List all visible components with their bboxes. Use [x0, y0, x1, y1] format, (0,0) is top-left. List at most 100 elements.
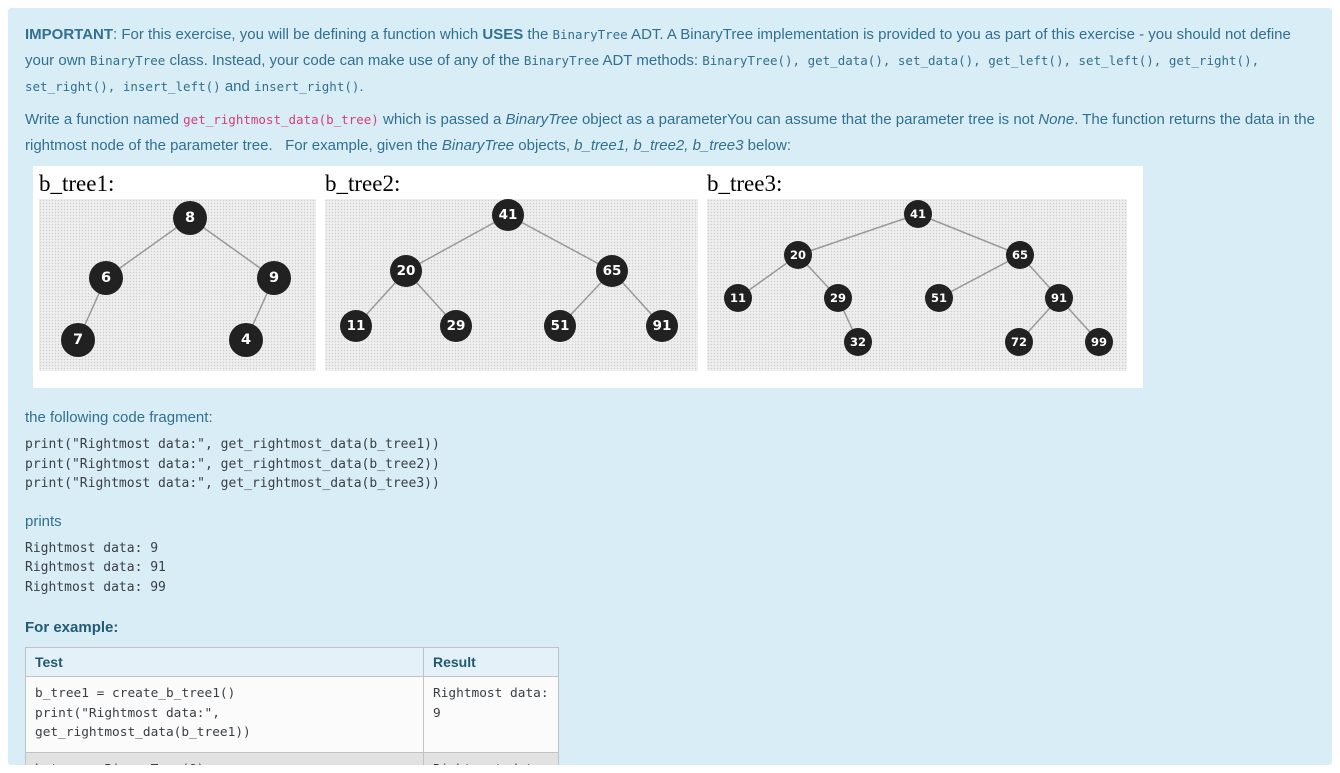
- text-segment: BinaryTree(), get_data(), set_data(), ge…: [25, 53, 1260, 94]
- tree-node: 9: [257, 261, 291, 295]
- tree-edge: [938, 254, 1021, 299]
- tree-edge: [917, 213, 1021, 256]
- tree-node-value: 65: [1012, 248, 1028, 262]
- test-cell: b_tree1 = create_b_tree1() print("Rightmo…: [25, 676, 424, 753]
- for-example-heading: For example:: [25, 619, 119, 636]
- code-line: b_tree = BinaryTree(8): [35, 760, 414, 766]
- tree-node: 51: [544, 310, 576, 342]
- tree-node: 11: [724, 284, 752, 312]
- tree-node-value: 7: [73, 332, 83, 348]
- text-segment: BinaryTree: [441, 137, 515, 154]
- table-row: b_tree1 = create_b_tree1() print("Rightmo…: [25, 676, 559, 753]
- tree-node: 72: [1005, 328, 1033, 356]
- tree-node: 65: [1006, 241, 1034, 269]
- tree-node-value: 9: [269, 270, 279, 286]
- code-line: Rightmost data: 99: [25, 579, 166, 595]
- code-fragment-block: print("Rightmost data:", get_rightmost_d…: [25, 435, 1315, 494]
- text-segment: : For this exercise, you will be definin…: [113, 26, 483, 43]
- text-segment: Write a function named: [25, 111, 184, 128]
- text-segment: the: [523, 26, 553, 43]
- result-cell: Rightmost data: 9: [423, 676, 559, 753]
- test-column-header: Test: [25, 647, 424, 677]
- binary-tree-diagram: 8 6 9 7 4: [61, 201, 291, 357]
- tree-examples-box: b_tree1: 8 6 9 7 4 b_tree2: 41 20 65 11 29 51 91 b…: [33, 166, 1143, 388]
- text-segment: and: [220, 78, 255, 95]
- tree-node-value: 32: [850, 335, 866, 349]
- tree-node-value: 99: [1091, 335, 1107, 349]
- example-table-body: b_tree1 = create_b_tree1() print("Rightmo…: [25, 676, 559, 766]
- tree-node: 65: [596, 255, 628, 287]
- table-row: b_tree = BinaryTree(8)print("Rightmost d…: [25, 751, 559, 766]
- tree-node-value: 11: [347, 318, 366, 334]
- tree-image: 41 20 65 11 29 51 91 32 72 99: [707, 199, 1127, 371]
- tree-node: 99: [1085, 328, 1113, 356]
- text-segment: ADT methods:: [599, 52, 703, 69]
- text-segment: BinaryTree: [90, 53, 166, 68]
- tree-label: b_tree1:: [39, 171, 115, 196]
- text-segment: class. Instead, your code can make use o…: [165, 52, 524, 69]
- binary-tree-diagram: 41 20 65 11 29 51 91 32 72 99: [724, 200, 1113, 356]
- tree-edge: [105, 217, 191, 279]
- text-segment: IMPORTANT: [25, 26, 114, 43]
- text-segment: . The function returns the data in the r…: [25, 111, 1315, 154]
- code-line: Rightmost data: 9: [25, 540, 159, 556]
- text-segment: which is passed a: [378, 111, 506, 128]
- tree-node: 29: [824, 284, 852, 312]
- tree-label: b_tree3:: [707, 171, 783, 196]
- tree-node: 91: [1045, 284, 1073, 312]
- test-cell: b_tree = BinaryTree(8)print("Rightmost d…: [25, 751, 424, 766]
- tree-node-value: 41: [910, 207, 926, 221]
- code-line: b_tree1 = create_b_tree1(): [35, 686, 236, 701]
- table-header-row: Test Result: [25, 647, 559, 677]
- text-segment: object as a parameterYou can assume that…: [577, 111, 1039, 128]
- tree-figure: b_tree3: 41 20 65 11 29 51 91 32 72 99: [707, 168, 1127, 388]
- tree-node: 41: [492, 199, 524, 231]
- code-line: Rightmost data: 91: [25, 560, 166, 575]
- text-segment: get_rightmost_data(b_tree): [183, 112, 379, 127]
- result-cell: Rightmost data: 8: [423, 751, 559, 765]
- code-fragment-label: the following code fragment:: [25, 409, 213, 426]
- tree-node: 91: [646, 310, 678, 342]
- tree-edge: [189, 217, 275, 279]
- tree-figure: b_tree1: 8 6 9 7 4: [39, 168, 316, 388]
- tree-node: 4: [229, 323, 263, 357]
- tree-image: 8 6 9 7 4: [39, 199, 316, 371]
- tree-node: 8: [173, 201, 207, 235]
- tree-node-value: 91: [1051, 291, 1067, 305]
- tree-node-value: 72: [1011, 335, 1027, 349]
- tree-node-value: 65: [603, 263, 622, 279]
- tree-node-value: 6: [101, 270, 111, 286]
- task-paragraph: Write a function named get_rightmost_dat…: [25, 107, 1315, 159]
- text-segment: BinaryTree: [523, 53, 600, 68]
- tree-node-value: 4: [241, 332, 251, 348]
- tree-node: 11: [340, 310, 372, 342]
- tree-node: 20: [784, 241, 812, 269]
- tree-node-value: 91: [653, 318, 672, 334]
- example-table: Test Result b_tree1 = create_b_tree1()pr…: [25, 647, 559, 765]
- tree-edge: [797, 213, 919, 256]
- tree-node-value: 20: [790, 248, 806, 262]
- tree-node-value: 8: [185, 210, 195, 226]
- text-segment: below:: [743, 137, 791, 154]
- tree-edge: [405, 214, 509, 272]
- code-line: print("Rightmost data:", get_rightmost_d…: [25, 476, 440, 491]
- tree-node: 32: [844, 328, 872, 356]
- text-segment: ADT. A BinaryTree implementation is prov…: [25, 26, 1291, 69]
- tree-node-value: 51: [931, 291, 947, 305]
- text-segment: .: [359, 78, 364, 95]
- tree-edge: [507, 214, 613, 272]
- tree-node-value: 51: [551, 318, 570, 334]
- tree-node-value: 41: [499, 207, 518, 223]
- tree-node: 20: [390, 255, 422, 287]
- important-paragraph: IMPORTANT: For this exercise, you will b…: [25, 22, 1315, 100]
- text-segment: BinaryTree: [552, 27, 628, 42]
- code-line: print("Rightmost data:", get_rightmost_d…: [35, 705, 251, 741]
- code-line: print("Rightmost data:", get_rightmost_d…: [25, 437, 440, 452]
- text-segment: USES: [482, 26, 524, 43]
- result-column-header: Result: [423, 647, 559, 677]
- tree-label: b_tree2:: [325, 171, 401, 196]
- text-segment: BinaryTree: [505, 111, 578, 128]
- tree-node: 41: [904, 200, 932, 228]
